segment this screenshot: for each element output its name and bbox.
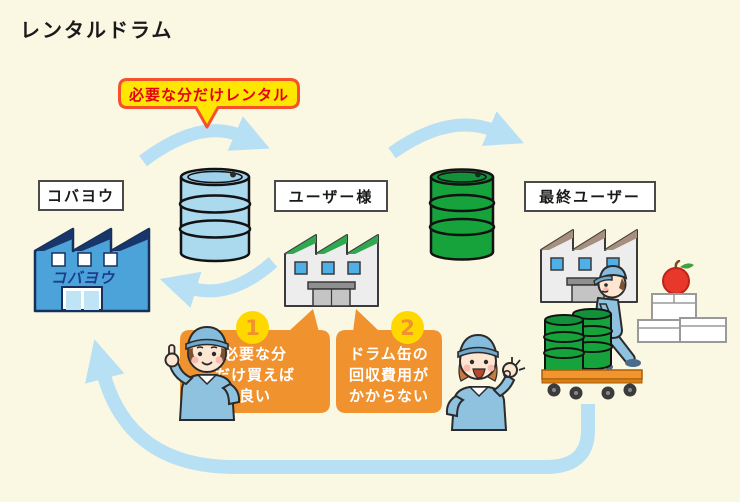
benefit-1-line-2: だけ買えば bbox=[214, 366, 295, 384]
ok-hand bbox=[502, 362, 518, 378]
green-drum bbox=[428, 168, 496, 261]
user-factory-roof bbox=[285, 235, 378, 254]
benefit-number-badge-2: 2 bbox=[391, 311, 424, 344]
delivery-arrow bbox=[388, 111, 524, 159]
drum-bung-hole bbox=[475, 171, 481, 178]
callout-balloon bbox=[118, 78, 300, 129]
benefit-bubble-2 bbox=[336, 309, 442, 413]
ok-hand-fingers bbox=[511, 357, 526, 371]
open-smile bbox=[472, 368, 486, 379]
kobayo-factory: コバヨウ bbox=[33, 227, 151, 313]
bubble-body bbox=[336, 330, 442, 413]
apple bbox=[662, 260, 694, 295]
work-cap bbox=[598, 264, 628, 280]
rental-callout-shape bbox=[118, 78, 300, 129]
benefit-2-line-1: ドラム缶の bbox=[349, 345, 429, 363]
drum-return-arrow bbox=[159, 257, 278, 308]
worker-with-hand-cart bbox=[541, 264, 643, 400]
collection-loop-arrow bbox=[85, 339, 595, 474]
benefit-1-line-3: 良い bbox=[238, 387, 271, 405]
benefit-2-line-3: かからない bbox=[348, 387, 429, 405]
worker-ok-sign bbox=[445, 333, 526, 431]
kobayo-factory-door bbox=[61, 286, 103, 311]
benefit-1-line-1: 必要な分 bbox=[222, 345, 287, 363]
benefit-text-2: ドラム缶の 回収費用が かからない bbox=[336, 344, 442, 407]
benefit-number-badge-1: 1 bbox=[236, 311, 269, 344]
bubble-pointer bbox=[353, 309, 380, 332]
user-factory bbox=[284, 234, 379, 307]
drum-bung-hole bbox=[230, 171, 236, 178]
user-factory-windows bbox=[294, 261, 361, 275]
end-user-factory-roof bbox=[541, 230, 637, 250]
label-end-user: 最終ユーザー bbox=[524, 181, 656, 212]
kobayo-factory-sign: コバヨウ bbox=[51, 269, 115, 287]
cardboard-boxes bbox=[637, 293, 727, 343]
goods-boxes-and-apple bbox=[637, 260, 727, 343]
user-factory-door bbox=[307, 281, 356, 307]
benefit-text-1: 必要な分 だけ買えば 良い bbox=[180, 344, 330, 407]
cart-drum-front bbox=[543, 314, 585, 376]
rental-arrow bbox=[139, 116, 270, 167]
benefit-2-line-2: 回収費用が bbox=[348, 366, 429, 384]
label-user: ユーザー様 bbox=[274, 180, 388, 212]
blue-drum bbox=[178, 167, 252, 263]
rental-callout-text: 必要な分だけレンタル bbox=[128, 85, 289, 104]
hand-cart bbox=[541, 369, 643, 400]
apple-leaf bbox=[680, 263, 694, 269]
page-title: レンタルドラム bbox=[20, 18, 174, 42]
bubble-pointer bbox=[288, 309, 319, 332]
kobayo-factory-roof bbox=[35, 229, 149, 251]
kobayo-factory-windows bbox=[51, 252, 118, 267]
worker-pointing bbox=[164, 325, 241, 421]
label-kobayo: コバヨウ bbox=[38, 180, 124, 211]
